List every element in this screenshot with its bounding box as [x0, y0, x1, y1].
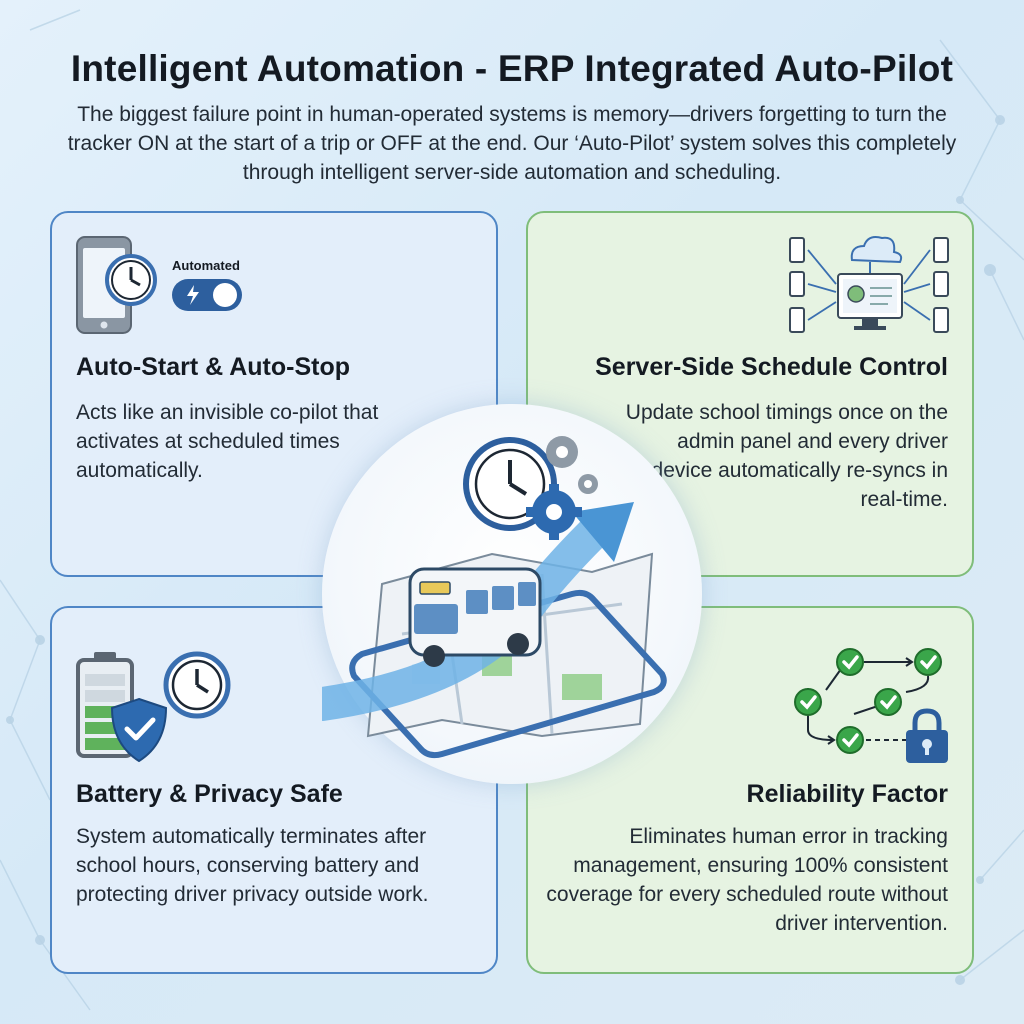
shield-check-icon: [110, 697, 168, 763]
card-reliability: Reliability Factor Eliminates human erro…: [526, 606, 974, 974]
phone-icon: [349, 589, 667, 759]
automated-label: Automated: [172, 258, 240, 273]
server-sync-diagram-icon: [789, 236, 949, 333]
card-title: Reliability Factor: [746, 780, 948, 808]
card-body: Update school timings once on the admin …: [625, 401, 948, 511]
card-title: Server-Side Schedule Control: [595, 353, 948, 381]
card-body: Eliminates human error in tracking manag…: [546, 825, 948, 935]
automated-toggle-icon[interactable]: [170, 277, 244, 313]
lock-icon: [906, 708, 948, 763]
clock-icon: [163, 651, 231, 719]
card-title: Battery & Privacy Safe: [76, 780, 343, 808]
bus-icon: [408, 567, 542, 667]
gear-icon: [526, 436, 598, 540]
card-title: Auto-Start & Auto-Stop: [76, 353, 351, 381]
page-title: Intelligent Automation - ERP Integrated …: [70, 48, 954, 89]
clock-icon: [463, 437, 557, 531]
checkmark-flow-icon: [794, 648, 942, 754]
center-illustration: [322, 436, 667, 759]
clock-icon: [105, 254, 157, 306]
card-body: System automatically terminates after sc…: [76, 825, 429, 906]
intro-text: The biggest failure point in human-opera…: [67, 103, 957, 184]
card-body: Acts like an invisible co-pilot that act…: [76, 401, 379, 482]
